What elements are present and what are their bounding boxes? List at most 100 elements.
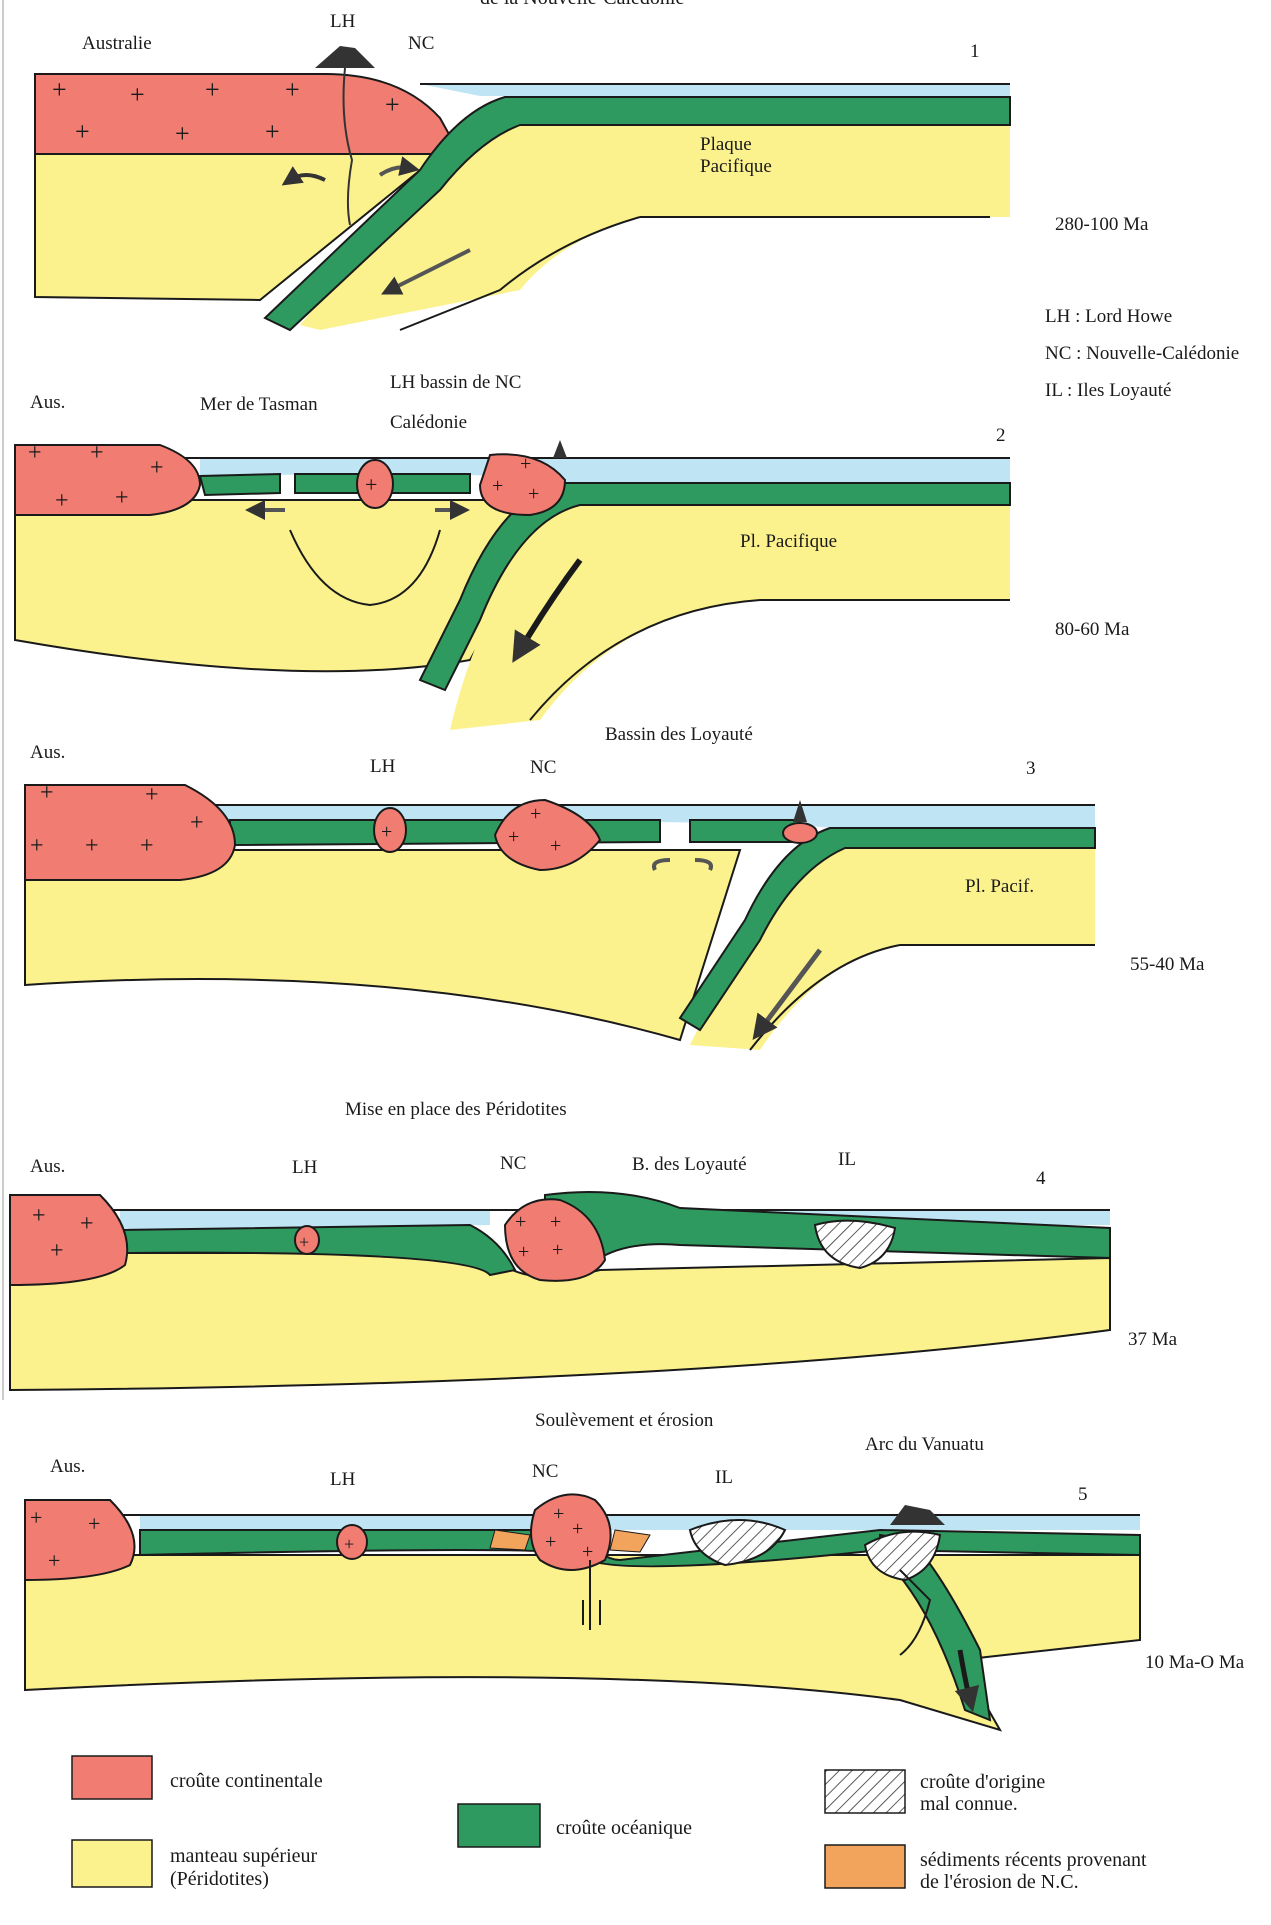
svg-text:+: +	[32, 1203, 46, 1229]
svg-text:+: +	[572, 1518, 583, 1540]
svg-text:+: +	[130, 80, 145, 109]
label-pacifique: Pacifique	[700, 156, 772, 177]
label-aus: Aus.	[50, 1456, 85, 1477]
svg-text:+: +	[508, 826, 519, 848]
svg-text:+: +	[550, 835, 561, 857]
svg-text:+: +	[552, 1239, 563, 1261]
label-lh: LH	[292, 1157, 318, 1178]
label-il: IL	[715, 1467, 733, 1488]
sea	[420, 84, 1010, 96]
panel-number: 5	[1078, 1484, 1088, 1505]
key-nc: NC : Nouvelle-Calédonie	[1045, 343, 1239, 364]
label-nc: NC	[500, 1153, 526, 1174]
label-lh: LH	[330, 1469, 356, 1490]
legend-sediments-label: sédiments récents provenant	[920, 1849, 1147, 1871]
svg-text:+: +	[344, 1534, 354, 1554]
svg-text:+: +	[175, 119, 190, 148]
panel-number: 1	[970, 41, 980, 62]
label-aus: Aus.	[30, 1156, 65, 1177]
panel-5: ++ + + ++ ++ Soulèvement et érosion Aus.…	[25, 1410, 1245, 1730]
label-nc: NC	[408, 33, 434, 54]
svg-text:+: +	[545, 1531, 556, 1553]
legend-oceanic-label: croûte océanique	[556, 1817, 692, 1839]
svg-text:+: +	[190, 810, 204, 836]
label-lh: LH	[330, 11, 356, 32]
panel-title: Bassin des Loyauté	[605, 724, 753, 745]
svg-text:+: +	[205, 75, 220, 104]
svg-text:+: +	[85, 833, 99, 859]
age-label: 280-100 Ma	[1055, 214, 1149, 235]
svg-text:+: +	[145, 782, 159, 808]
legend-sediments-label2: de l'érosion de N.C.	[920, 1871, 1079, 1893]
label-plaque: Plaque	[700, 134, 752, 155]
label-aus: Aus.	[30, 742, 65, 763]
svg-text:+: +	[285, 75, 300, 104]
panel-number: 4	[1036, 1168, 1046, 1189]
svg-text:+: +	[530, 803, 541, 825]
svg-text:+: +	[50, 1238, 64, 1264]
panel-number: 3	[1026, 758, 1036, 779]
svg-text:+: +	[40, 780, 54, 806]
label-il: IL	[838, 1149, 856, 1170]
panel-2: ++ ++ + + ++ + Aus. Mer de Tasman LH bas…	[15, 372, 1130, 730]
svg-text:+: +	[381, 821, 392, 843]
svg-text:+: +	[528, 483, 539, 505]
svg-text:+: +	[365, 472, 377, 497]
key-il: IL : Iles Loyauté	[1045, 380, 1171, 401]
label-pl-pacifique: Pl. Pacifique	[740, 531, 837, 552]
label-mer-de-tasman: Mer de Tasman	[200, 394, 318, 415]
label-pl-pacif: Pl. Pacif.	[965, 876, 1034, 897]
legend-unknown-label2: mal connue.	[920, 1793, 1018, 1815]
svg-text:+: +	[140, 833, 154, 859]
svg-text:+: +	[90, 440, 104, 466]
panel-title: Soulèvement et érosion	[535, 1410, 714, 1431]
svg-text:+: +	[582, 1541, 593, 1563]
legend-swatch-unknown	[825, 1770, 905, 1813]
label-lh: LH	[370, 756, 396, 777]
panel-4: ++ + + ++ ++ Mise en place des Péridotit…	[10, 1099, 1178, 1390]
svg-text:+: +	[385, 90, 400, 119]
age-label: 80-60 Ma	[1055, 619, 1130, 640]
legend-swatch-continental	[72, 1756, 152, 1799]
svg-text:+: +	[75, 117, 90, 146]
svg-text:+: +	[520, 453, 531, 475]
svg-text:+: +	[265, 117, 280, 146]
legend-unknown-label: croûte d'origine	[920, 1771, 1045, 1793]
label-nc: NC	[530, 757, 556, 778]
label-lh-bassin: LH bassin de NC	[390, 372, 521, 393]
legend-continental-label: croûte continentale	[170, 1770, 323, 1792]
legend-swatch-sediments	[825, 1845, 905, 1888]
svg-text:+: +	[30, 1505, 42, 1530]
legend: croûte continentale manteau supérieur (P…	[72, 1756, 1147, 1893]
legend-swatch-mantle	[72, 1840, 152, 1887]
age-label: 10 Ma-O Ma	[1145, 1652, 1245, 1673]
panel-3: ++ ++ ++ + ++ + Bassin des Loyauté Aus. …	[25, 724, 1205, 1050]
panel-title: Mise en place des Péridotites	[345, 1099, 567, 1120]
panel-1: + + + + + + + + Australie LH NC Plaque P…	[35, 11, 1149, 330]
header-partial: de la Nouvelle-Calédonie	[480, 0, 684, 9]
svg-text:+: +	[518, 1241, 529, 1263]
legend-mantle-label2: (Péridotites)	[170, 1868, 269, 1890]
svg-text:+: +	[88, 1511, 100, 1536]
svg-text:+: +	[55, 488, 69, 514]
svg-text:+: +	[115, 485, 129, 511]
label-aus: Aus.	[30, 392, 65, 413]
svg-text:+: +	[28, 440, 42, 466]
svg-text:+: +	[553, 1503, 564, 1525]
label-b-des-loyaute: B. des Loyauté	[632, 1154, 747, 1175]
label-caledonie: Calédonie	[390, 412, 467, 433]
age-label: 37 Ma	[1128, 1329, 1178, 1350]
key-lh: LH : Lord Howe	[1045, 306, 1172, 327]
svg-text:+: +	[80, 1211, 94, 1237]
label-australie: Australie	[82, 33, 152, 54]
svg-text:+: +	[515, 1211, 526, 1233]
legend-mantle-label: manteau supérieur	[170, 1845, 317, 1867]
panel-number: 2	[996, 425, 1006, 446]
svg-text:+: +	[48, 1548, 60, 1573]
label-nc: NC	[532, 1461, 558, 1482]
abbreviation-key: LH : Lord Howe NC : Nouvelle-Calédonie I…	[1045, 306, 1239, 401]
svg-text:+: +	[492, 475, 503, 497]
svg-text:+: +	[550, 1211, 561, 1233]
volcano-lord-howe	[315, 46, 375, 68]
